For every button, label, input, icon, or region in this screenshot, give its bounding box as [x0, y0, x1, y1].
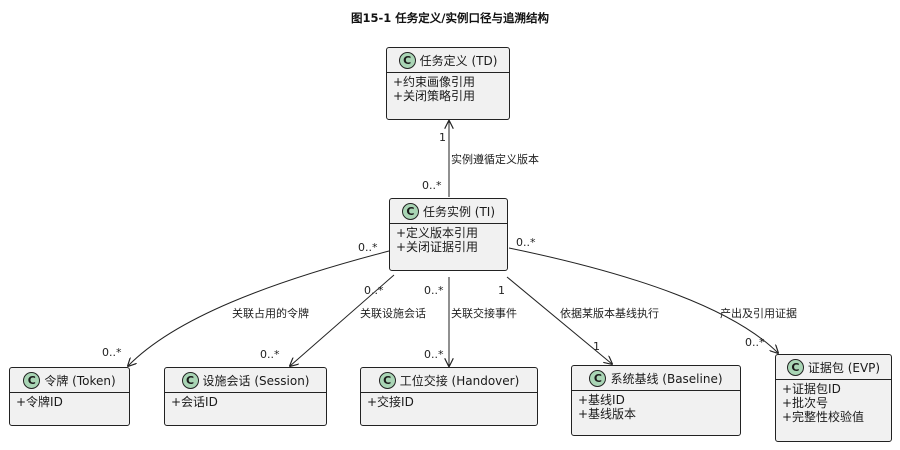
diagram-title: 图15-1 任务定义/实例口径与追溯结构	[351, 11, 549, 25]
relation-ti-token-label: 关联占用的令牌	[232, 306, 309, 320]
relation-ti-session-to-mult: 0..*	[260, 348, 280, 361]
class-icon: C	[401, 203, 419, 220]
attribute-list: +证据包ID +批次号 +完整性校验值	[776, 380, 891, 427]
relation-ti-td-label: 实例遵循定义版本	[451, 152, 539, 166]
relation-ti-td: 实例遵循定义版本 0..* 1	[422, 121, 539, 197]
relation-ti-session-label: 关联设施会话	[360, 306, 426, 320]
relation-ti-session-line	[290, 274, 395, 366]
relation-ti-baseline: 依据某版本基线执行 1 1	[498, 276, 659, 364]
relation-ti-baseline-line	[506, 276, 612, 364]
relation-ti-baseline-from-mult: 1	[498, 284, 505, 297]
class-name: 证据包 (EVP)	[807, 360, 881, 375]
attribute-list: +定义版本引用 +关闭证据引用	[390, 224, 507, 257]
attribute: +定义版本引用	[396, 226, 479, 240]
attribute: +基线ID	[578, 393, 625, 407]
divider	[387, 72, 509, 73]
divider	[776, 379, 891, 380]
relation-ti-session: 关联设施会话 0..* 0..*	[260, 274, 426, 366]
class-icon: C	[181, 372, 199, 389]
divider	[165, 392, 326, 393]
attribute-list: +令牌ID	[10, 393, 129, 412]
divider	[390, 223, 507, 224]
relation-ti-session-from-mult: 0..*	[364, 284, 384, 297]
relation-ti-evp: 产出及引用证据 0..* 0..*	[508, 236, 797, 353]
class-name: 任务实例 (TI)	[422, 204, 496, 219]
divider	[361, 392, 537, 393]
relation-ti-token-from-mult: 0..*	[358, 241, 378, 254]
attribute: +批次号	[782, 396, 829, 410]
class-name: 设施会话 (Session)	[202, 373, 310, 388]
attribute: +关闭证据引用	[396, 240, 479, 254]
relation-ti-token: 关联占用的令牌 0..* 0..*	[102, 241, 390, 366]
class-icon: C	[398, 52, 416, 69]
attribute: +交接ID	[367, 395, 414, 409]
attribute: +基线版本	[578, 407, 637, 421]
relation-ti-handover-to-mult: 0..*	[424, 348, 444, 361]
class-icon: C	[589, 370, 607, 387]
relation-ti-td-to-mult: 1	[439, 131, 446, 144]
attribute: +令牌ID	[16, 395, 63, 409]
relation-ti-baseline-to-mult: 1	[593, 340, 600, 353]
relation-ti-baseline-label: 依据某版本基线执行	[560, 306, 659, 320]
relation-ti-token-to-mult: 0..*	[102, 346, 122, 359]
attribute: +完整性校验值	[782, 410, 865, 424]
class-name: 任务定义 (TD)	[419, 53, 498, 68]
relation-ti-td-from-mult: 0..*	[422, 179, 442, 192]
class-icon: C	[378, 372, 396, 389]
attribute-list: +约束画像引用 +关闭策略引用	[387, 73, 509, 106]
class-icon: C	[23, 372, 41, 389]
class-name: 系统基线 (Baseline)	[610, 371, 723, 386]
relation-ti-handover: 关联交接事件 0..* 0..*	[424, 277, 517, 366]
relation-ti-evp-to-mult: 0..*	[745, 336, 765, 349]
relation-ti-evp-from-mult: 0..*	[516, 236, 536, 249]
class-name: 令牌 (Token)	[44, 373, 116, 388]
attribute: +关闭策略引用	[393, 89, 476, 103]
attribute: +会话ID	[171, 395, 218, 409]
attribute-list: +基线ID +基线版本	[572, 391, 740, 424]
relation-ti-evp-label: 产出及引用证据	[720, 306, 797, 320]
divider	[10, 392, 129, 393]
relation-ti-token-line	[128, 250, 390, 366]
relation-ti-handover-from-mult: 0..*	[424, 284, 444, 297]
relation-ti-handover-label: 关联交接事件	[451, 306, 517, 320]
divider	[572, 390, 740, 391]
attribute-list: +会话ID	[165, 393, 326, 412]
attribute: +证据包ID	[782, 382, 841, 396]
class-name: 工位交接 (Handover)	[399, 373, 520, 388]
class-icon: C	[786, 359, 804, 376]
attribute-list: +交接ID	[361, 393, 537, 412]
relation-ti-evp-line	[508, 247, 778, 353]
attribute: +约束画像引用	[393, 75, 476, 89]
